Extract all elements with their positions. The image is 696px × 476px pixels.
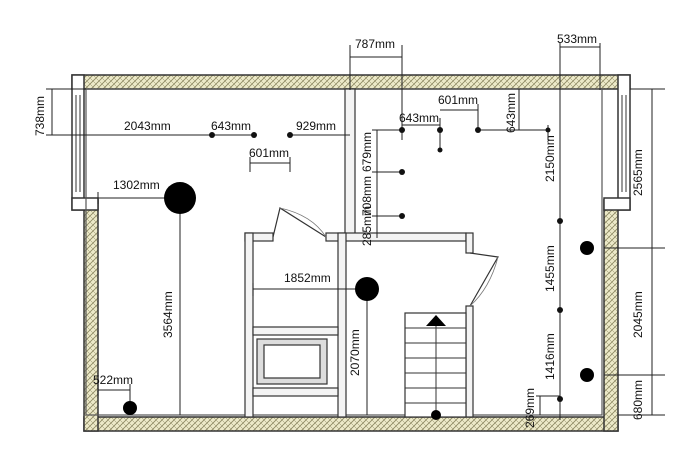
ceiling-light-icon [355, 277, 379, 301]
dim-label: 2043mm [124, 119, 171, 133]
dim-label: 601mm [438, 93, 478, 107]
dim-label: 738mm [33, 96, 47, 136]
dim-label: 3564mm [161, 291, 175, 338]
dim-label: 601mm [249, 146, 289, 160]
left-bay-wall [71, 74, 85, 211]
partition-wall [344, 88, 356, 240]
stair-arrow-icon [426, 315, 446, 326]
top-wall [71, 74, 631, 90]
right-wall [603, 199, 619, 432]
dim-label: 679mm [360, 132, 374, 172]
socket-icon [431, 410, 441, 420]
dimension-labels: 787mm 533mm 738mm 601mm 643mm 643mm 2043… [33, 32, 645, 428]
dim-label: 708mm [360, 176, 374, 216]
dim-label: 929mm [296, 119, 336, 133]
dim-label: 2045mm [631, 291, 645, 338]
dim-label: 1455mm [543, 245, 557, 292]
dim-label: 522mm [93, 373, 133, 387]
dim-label: 643mm [504, 93, 518, 133]
interior-walls [85, 88, 603, 418]
dim-label: 680mm [631, 380, 645, 420]
bottom-wall [83, 416, 619, 432]
doors [272, 207, 499, 307]
dim-label: 2565mm [631, 149, 645, 196]
dim-label: 1852mm [284, 271, 331, 285]
dim-label: 643mm [211, 119, 251, 133]
wall-light-icon [580, 241, 594, 255]
dim-label: 1416mm [543, 333, 557, 380]
dim-label: 2150mm [543, 135, 557, 182]
ceiling-light-icon [164, 182, 196, 214]
dim-label: 533mm [557, 32, 597, 46]
dim-label: 1302mm [113, 178, 160, 192]
staircase [404, 312, 467, 418]
right-bay-wall [617, 74, 631, 211]
dim-label: 2070mm [348, 329, 362, 376]
spot-markers [209, 127, 563, 402]
dim-label: 643mm [399, 111, 439, 125]
dim-label: 269mm [523, 388, 537, 428]
dim-label: 285mm [360, 206, 374, 246]
dimension-lines [46, 43, 665, 420]
exterior-walls [71, 74, 631, 432]
wall-light-icon [580, 368, 594, 382]
dim-label: 787mm [355, 37, 395, 51]
socket-icon [123, 401, 137, 415]
light-fixtures [123, 182, 594, 420]
